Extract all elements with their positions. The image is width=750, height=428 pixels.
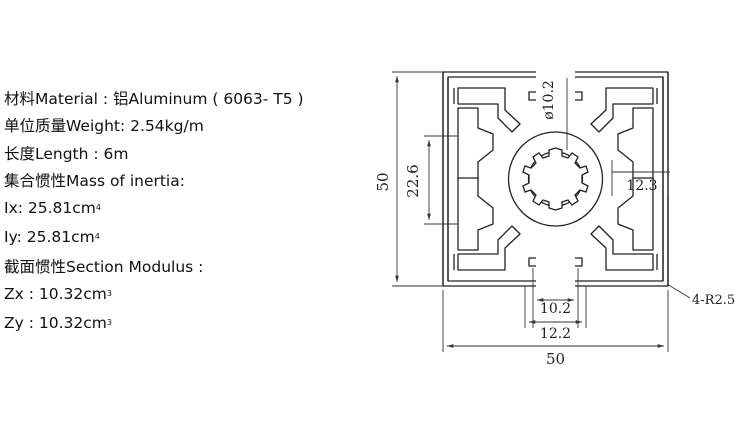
ix-line: Ix: 25.81cm4: [4, 195, 304, 224]
dim-height-label: 50: [374, 172, 392, 191]
dim-slot-offset: [611, 160, 670, 196]
modulus-heading: 截面惯性Section Modulus :: [4, 257, 204, 276]
dim-radius-label: 4-R2.5: [692, 293, 735, 308]
dim-slot-depth-label: 22.6: [404, 164, 422, 197]
dim-height: [392, 71, 443, 287]
iy-line: Iy: 25.81cm4: [4, 224, 304, 253]
dim-slot-width-label: 12.2: [540, 326, 571, 342]
iy-value: Iy: 25.81cm: [4, 228, 95, 247]
ix-value: Ix: 25.81cm: [4, 199, 96, 218]
zy-value: Zy : 10.32cm: [4, 314, 107, 333]
zx-exponent: 3: [106, 289, 112, 299]
zy-exponent: 3: [106, 318, 112, 328]
dim-slot-widths: [524, 268, 587, 328]
dim-slot-offset-label: 12.3: [626, 178, 657, 194]
center-bore: [507, 131, 604, 227]
dim-slot-opening-label: 10.2: [540, 301, 571, 317]
iy-exponent: 4: [94, 232, 100, 242]
dim-width: [442, 290, 669, 352]
material-line: 材料Material : 铝Aluminum ( 6063- T5 ): [4, 90, 304, 108]
dim-radius: [666, 283, 691, 299]
dim-slot-depth: [424, 135, 458, 225]
dim-width-label: 50: [546, 350, 565, 368]
length-line: 长度Length : 6m: [4, 144, 129, 163]
aluminum-profile: [442, 71, 669, 287]
zy-line: Zy : 10.32cm3: [4, 310, 304, 339]
ix-exponent: 4: [95, 203, 101, 213]
spec-list: 材料Material : 铝Aluminum ( 6063- T5 ) 单位质量…: [4, 86, 304, 340]
inertia-heading: 集合惯性Mass of inertia:: [4, 171, 185, 190]
zx-line: Zx : 10.32cm3: [4, 281, 304, 310]
zx-value: Zx : 10.32cm: [4, 285, 107, 304]
weight-line: 单位质量Weight: 2.54kg/m: [4, 117, 204, 136]
dim-bore-label: ø10.2: [541, 80, 557, 120]
